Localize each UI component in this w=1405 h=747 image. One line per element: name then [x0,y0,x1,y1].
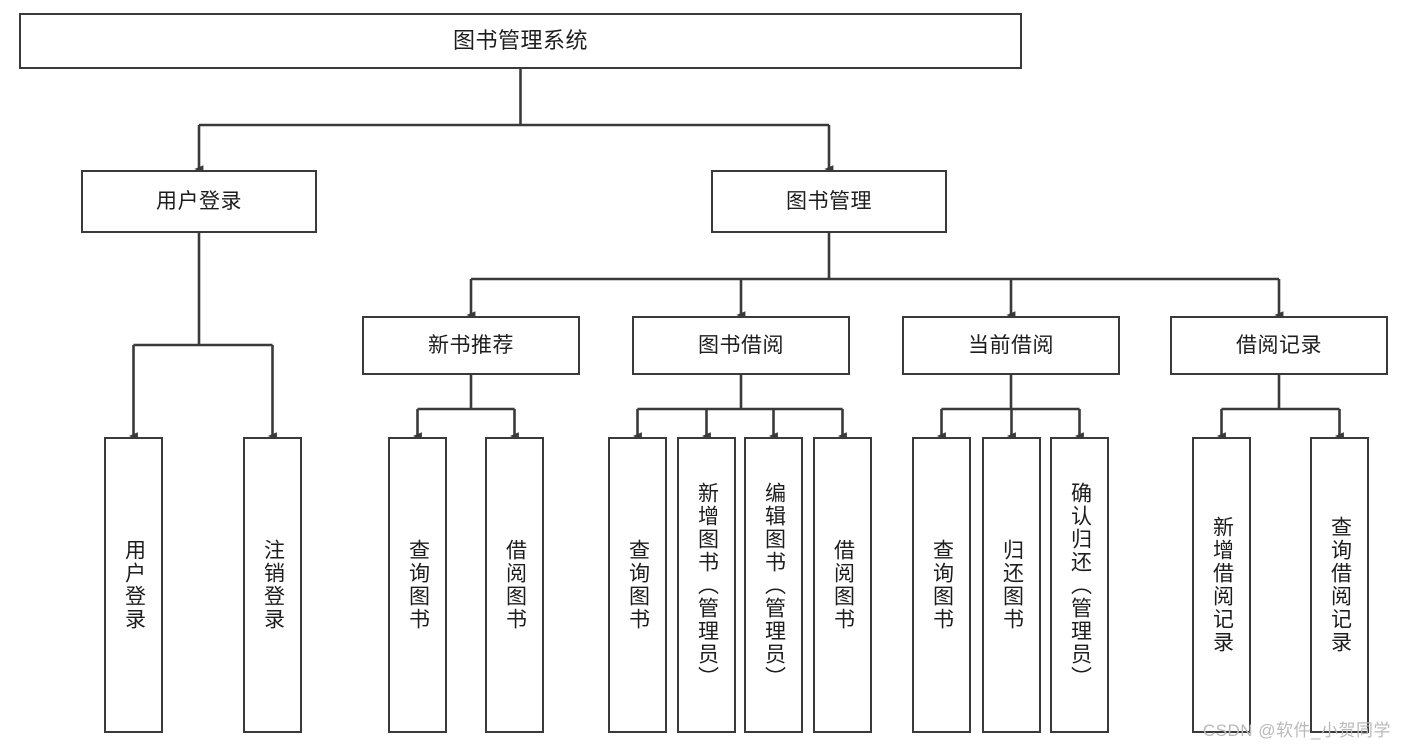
leaf-add-book[interactable]: 新增图书（管理员） [677,437,736,733]
leaf-user-login[interactable]: 用户登录 [104,437,163,733]
watermark: CSDN @软件_小贺同学 [1202,721,1391,740]
node-book-management[interactable]: 图书管理 [711,170,947,233]
leaf-query-book-recommend-label: 查询图书 [406,539,430,631]
leaf-user-logout[interactable]: 注销登录 [243,437,302,733]
leaf-borrow-book-recommend-label: 借阅图书 [503,539,527,631]
node-new-book-recommend[interactable]: 新书推荐 [362,316,580,375]
node-current-borrow[interactable]: 当前借阅 [902,316,1120,375]
leaf-query-borrow-record[interactable]: 查询借阅记录 [1310,437,1369,733]
leaf-edit-book-label: 编辑图书（管理员） [762,481,786,689]
node-book-management-label: 图书管理 [786,189,872,213]
node-root-label: 图书管理系统 [452,27,588,53]
leaf-query-book-borrow[interactable]: 查询图书 [608,437,667,733]
leaf-add-book-label: 新增图书（管理员） [695,481,719,689]
leaf-user-logout-label: 注销登录 [261,539,285,631]
node-borrow-record-label: 借阅记录 [1236,333,1322,357]
leaf-borrow-book-recommend[interactable]: 借阅图书 [485,437,544,733]
leaf-confirm-return[interactable]: 确认归还（管理员） [1050,437,1109,733]
node-current-borrow-label: 当前借阅 [968,333,1054,357]
leaf-add-borrow-record[interactable]: 新增借阅记录 [1192,437,1251,733]
leaf-add-borrow-record-label: 新增借阅记录 [1210,516,1234,654]
leaf-edit-book[interactable]: 编辑图书（管理员） [744,437,803,733]
node-user-login[interactable]: 用户登录 [81,170,317,233]
node-borrow-record[interactable]: 借阅记录 [1170,316,1388,375]
leaf-query-book-recommend[interactable]: 查询图书 [388,437,447,733]
leaf-borrow-book-label: 借阅图书 [831,539,855,631]
leaf-return-book-label: 归还图书 [1000,539,1024,631]
node-user-login-label: 用户登录 [156,189,242,213]
leaf-query-book-borrow-label: 查询图书 [626,539,650,631]
node-new-book-recommend-label: 新书推荐 [428,333,514,357]
leaf-confirm-return-label: 确认归还（管理员） [1068,481,1092,689]
leaf-user-login-label: 用户登录 [122,539,146,631]
node-book-borrow-label: 图书借阅 [698,333,784,357]
leaf-query-book-current[interactable]: 查询图书 [912,437,971,733]
leaf-query-book-current-label: 查询图书 [930,539,954,631]
leaf-query-borrow-record-label: 查询借阅记录 [1328,516,1352,654]
leaf-return-book[interactable]: 归还图书 [982,437,1041,733]
leaf-borrow-book[interactable]: 借阅图书 [813,437,872,733]
node-book-borrow[interactable]: 图书借阅 [632,316,850,375]
node-root[interactable]: 图书管理系统 [19,13,1022,69]
